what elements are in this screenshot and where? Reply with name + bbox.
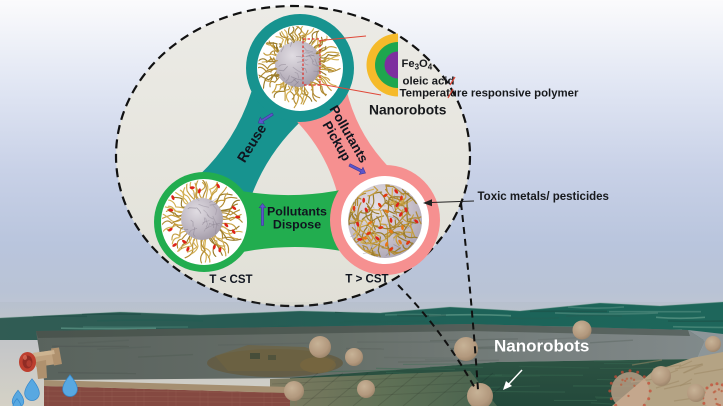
svg-text:Temperature responsive polymer: Temperature responsive polymer (400, 88, 580, 100)
svg-text:oleic acid: oleic acid (403, 76, 455, 88)
svg-text:Nanorobots: Nanorobots (369, 103, 447, 118)
svg-text:T < CST: T < CST (209, 274, 252, 286)
svg-text:Toxic metals/ pesticides: Toxic metals/ pesticides (478, 191, 609, 203)
svg-text:Pollutants: Pollutants (267, 205, 327, 219)
svg-text:Dispose: Dispose (273, 218, 321, 232)
svg-text:Nanorobots: Nanorobots (494, 337, 589, 356)
svg-text:Fe3O4: Fe3O4 (402, 58, 433, 72)
svg-text:T > CST: T > CST (345, 274, 388, 286)
